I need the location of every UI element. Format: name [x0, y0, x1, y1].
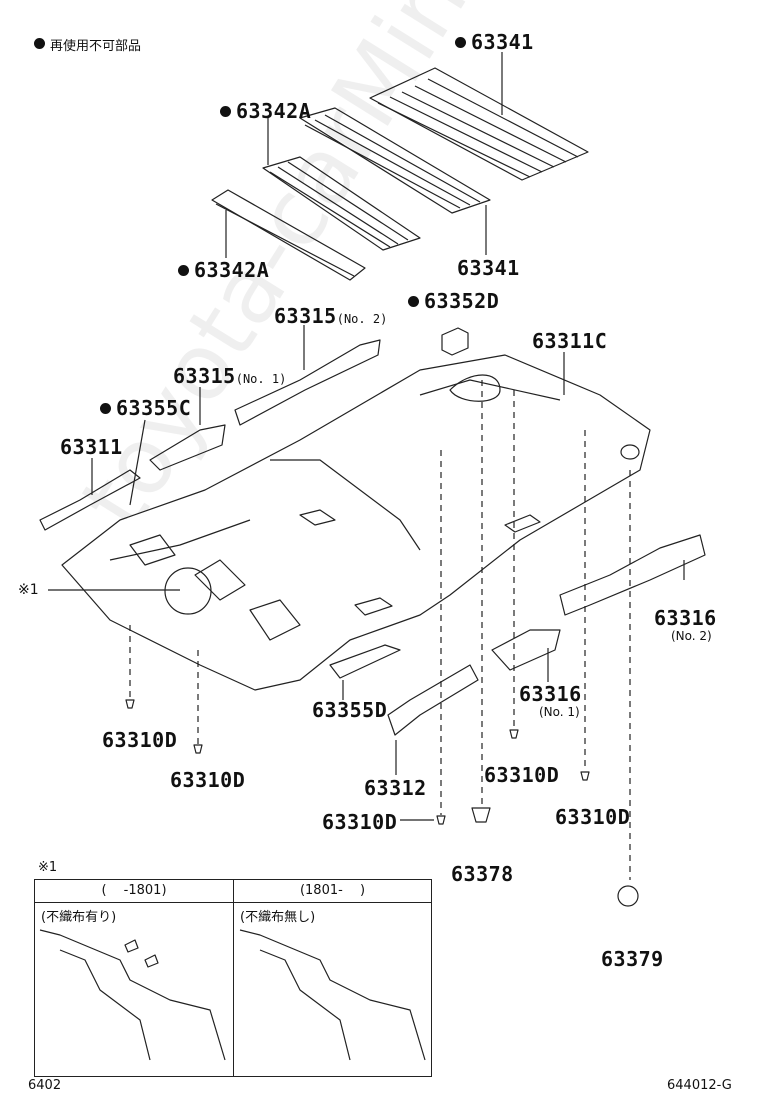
inset-left-note: (不織布有り) [41, 910, 117, 925]
inset-divider [233, 902, 234, 1076]
label-63310d-a: 63310D [102, 728, 178, 752]
inset-left-header: ( -1801) [35, 880, 234, 903]
pad-63315-no1 [149, 424, 226, 471]
legend-text: 再使用不可部品 [50, 39, 142, 54]
block-63352d [441, 327, 469, 356]
label-63310d-e: 63310D [322, 810, 398, 834]
label-63310d-b: 63310D [170, 768, 246, 792]
label-63355d: 63355D [312, 698, 388, 722]
label-63341-bottom: 63341 [457, 256, 520, 280]
label-63342a-bottom: 63342A [178, 258, 269, 282]
label-63310d-d: 63310D [555, 805, 631, 829]
bullet-icon [178, 265, 189, 276]
inset-table: ( -1801) (1801- ) (不織布有り) (不織布無し) [34, 879, 432, 1077]
inset-right-note: (不織布無し) [240, 910, 316, 925]
inset-right-header: (1801- ) [234, 880, 431, 903]
label-63316-no2-sub: (No. 2) [671, 629, 712, 643]
pad-63315-no2 [234, 339, 381, 426]
bracket-63312 [387, 664, 479, 736]
label-63312: 63312 [364, 776, 427, 800]
inset-ref: ※1 [38, 860, 58, 875]
inset-sketch [39, 929, 426, 1061]
label-63379: 63379 [601, 947, 664, 971]
roof-pad-middle [262, 107, 491, 251]
label-63352d: 63352D [408, 289, 499, 313]
label-63316-no1: 63316 [519, 682, 582, 706]
label-63341-top: 63341 [455, 30, 534, 54]
label-63315-no2: 63315(No. 2) [274, 304, 388, 328]
legend-note: 再使用不可部品 [34, 35, 141, 54]
pad-63355d [329, 644, 401, 679]
figure-code: 644012-G [667, 1078, 732, 1093]
pad-63311 [39, 469, 141, 531]
bullet-icon [100, 403, 111, 414]
clip-icons [125, 699, 639, 907]
bracket-63316-no2 [559, 534, 706, 616]
label-63315-no1: 63315(No. 1) [173, 364, 287, 388]
page-code: 6402 [28, 1078, 62, 1093]
bullet-icon [220, 106, 231, 117]
label-63342a-top: 63342A [220, 99, 311, 123]
bullet-icon [455, 37, 466, 48]
bullet-icon [408, 296, 419, 307]
label-ref-mark: ※1 [18, 582, 39, 598]
label-63311: 63311 [60, 435, 123, 459]
label-63316-no2: 63316 [654, 606, 717, 630]
label-63316-no1-sub: (No. 1) [539, 705, 580, 719]
bullet-icon [34, 38, 45, 49]
label-63311c: 63311C [532, 329, 608, 353]
label-63310d-c: 63310D [484, 763, 560, 787]
bracket-63316-no1 [491, 629, 561, 671]
label-63355c: 63355C [100, 396, 191, 420]
roof-pad-front [211, 189, 366, 281]
roof-pad-rear [369, 67, 589, 181]
headliner-shell [61, 354, 651, 691]
label-63378: 63378 [451, 862, 514, 886]
